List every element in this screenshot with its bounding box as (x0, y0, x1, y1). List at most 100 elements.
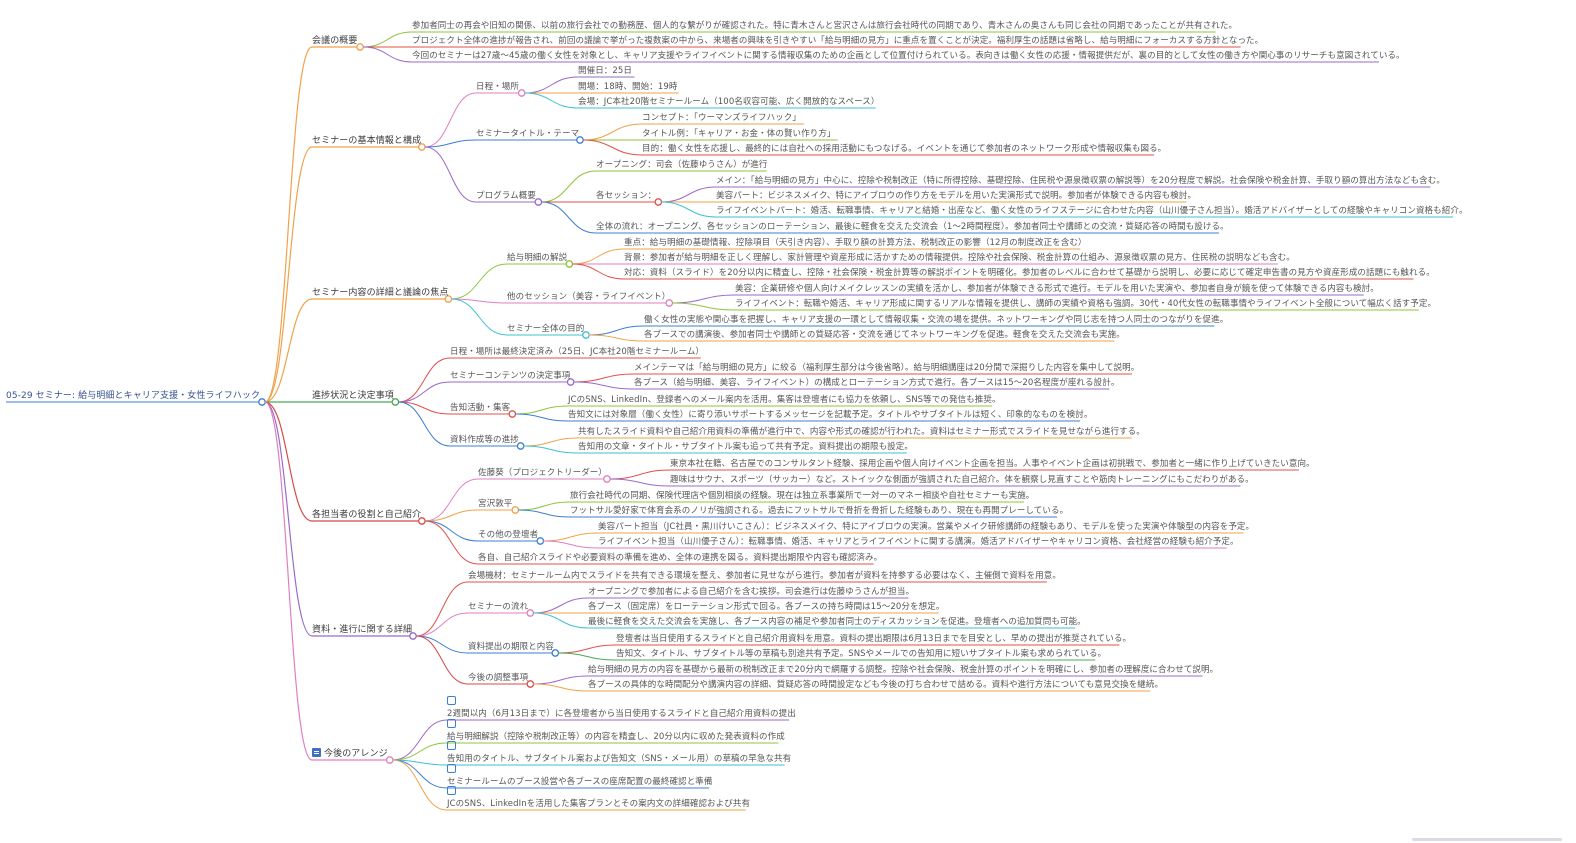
mindmap-node-d1[interactable]: 各担当者の役割と自己紹介 (312, 510, 422, 520)
branch-connector (264, 146, 313, 403)
mindmap-node-d3[interactable]: 開場：18時、開始：19時 (578, 82, 678, 92)
todo-checkbox[interactable] (447, 713, 458, 732)
checkbox-icon[interactable] (447, 764, 456, 773)
mindmap-node-d2[interactable]: セミナーコンテンツの決定事項 (450, 371, 571, 381)
mindmap-node-d3[interactable]: 東京本社在籍、名古屋でのコンサルタント経験、採用企画や個人向けイベント企画を担当… (670, 459, 1315, 469)
mindmap-node-d3[interactable]: 各ブース（固定席）をローテーション形式で回る。各ブースの持ち時間は15〜20分を… (588, 602, 945, 612)
mindmap-node-d2[interactable]: プロジェクト全体の進捗が報告され、前回の議論で挙がった複数案の中から、来場者の興… (412, 36, 1264, 46)
mindmap-node-d2[interactable]: 告知用のタイトル、サブタイトル案および告知文（SNS・メール用）の草稿の早急な共… (447, 754, 792, 764)
mindmap-node-d2[interactable]: セミナールームのブース設営や各ブースの座席配置の最終確認と準備 (447, 777, 713, 787)
branch-connector (392, 759, 448, 811)
todo-checkbox[interactable] (447, 758, 458, 777)
mindmap-node-d2[interactable]: セミナー全体の目的 (507, 324, 585, 334)
mindmap-node-d3[interactable]: 対応：資料（スライド）を20分以内に精査し、控除・社会保険・税金計算等の解説ポイ… (624, 268, 1435, 278)
mindmap-node-d3[interactable]: 各ブースでの講演後、参加者同士や講師との質疑応答・交流を通じてネットワーキングを… (644, 330, 1125, 340)
checkbox-icon[interactable] (447, 786, 456, 795)
mindmap-node-d3[interactable]: 旅行会社時代の同期、保険代理店や個別相談の経験。現在は独立系事業所で一対一のマネ… (570, 491, 1035, 501)
branch-connector (609, 478, 671, 487)
branch-connector (558, 644, 617, 654)
mindmap-node-d3[interactable]: 働く女性の実態や関心事を把握し、キャリア支援の一環として情報収集・交流の場を提供… (644, 315, 1229, 325)
mindmap-node-d3[interactable]: オープニングで参加者による自己紹介を含む挨拶。司会進行は佐藤ゆうさんが担当。 (588, 587, 915, 597)
branch-connector (363, 46, 413, 63)
mindmap-node-d3[interactable]: 開催日：25日 (578, 66, 633, 76)
checkbox-icon[interactable] (447, 741, 456, 750)
mindmap-node-d1[interactable]: 進捗状況と決定事項 (312, 391, 394, 401)
mindmap-node-d3[interactable]: 美容：企業研修や個人向けメイクレッスンの実績を活かし、参加者が体験できる形式で進… (735, 284, 1379, 294)
mindmap-node-d2[interactable]: 給与明細の解説 (507, 253, 568, 263)
mindmap-node-d3[interactable]: タイトル例：「キャリア・お金・体の賢い作り方」 (642, 129, 836, 139)
mindmap-node-d2[interactable]: 宮沢敦平 (478, 499, 513, 509)
mindmap-node-d2[interactable]: JCのSNS、LinkedInを活用した集客プランとその案内文の詳細確認および共… (447, 799, 751, 809)
mindmap-node-d3[interactable]: 各ブース（給与明細、美容、ライフイベント）の構成とローテーション方式で進行。各ブ… (634, 378, 1120, 388)
mindmap-node-d2[interactable]: 各自、自己紹介スライドや必要資料の準備を進め、全体の連携を図る。資料提出期限や内… (478, 553, 883, 563)
mindmap-node-d2[interactable]: 今後の調整事項 (468, 673, 529, 683)
mindmap-node-d1[interactable]: 今後のアレンジ (312, 748, 388, 760)
node-collapse-toggle[interactable] (517, 89, 526, 97)
mindmap-node-d3[interactable]: 会場：JC本社20階セミナールーム（100名収容可能、広く開放的なスペース） (578, 97, 880, 107)
mindmap-node-d4[interactable]: ライフイベントパート：婚活、転職事情、キャリアと結婚・出産など、働く女性のライフ… (716, 206, 1468, 216)
branch-connector (392, 719, 448, 761)
mindmap-node-d2[interactable]: その他の登壇者 (478, 530, 539, 540)
node-collapse-toggle[interactable] (511, 506, 520, 514)
branch-connector (572, 263, 625, 280)
mindmap-node-d3[interactable]: 告知文には対象層（働く女性）に寄り添いサポートするメッセージを記載予定。タイトル… (568, 410, 1093, 420)
mindmap-node-d3[interactable]: 告知用の文章・タイトル・サブタイトル案も追って共有予定。資料提出の期限も設定。 (578, 442, 913, 452)
mindmap-node-d3[interactable]: 全体の流れ：オープニング、各セッションのローテーション、最後に軽食を交えた交流会… (596, 222, 1229, 232)
mindmap-node-d2[interactable]: プログラム概要 (476, 191, 536, 201)
mindmap-node-d3[interactable]: 告知文、タイトル、サブタイトル等の草稿も別途共有予定。SNSやメールでの告知用に… (616, 649, 1107, 659)
branch-connector (588, 334, 645, 342)
todo-checkbox[interactable] (447, 735, 458, 754)
mindmap-node-d3[interactable]: 各ブースの具体的な時間配分や講演内容の詳細、質疑応答の時間設定なども今後の打ち合… (588, 680, 1164, 690)
mindmap-node-d4[interactable]: 美容パート：ビジネスメイク、特にアイブロウの作り方をモデルを用いた実演形式で説明… (716, 191, 1197, 201)
mindmap-node-d3[interactable]: 目的：働く女性を応援し、最終的には自社への採用活動にもつなげる。イベントを通じて… (642, 144, 1167, 154)
mindmap-node-d3[interactable]: 登壇者は当日使用するスライドと自己紹介用資料を用意。資料の提出期限は6月13日ま… (616, 634, 1132, 644)
checkbox-icon[interactable] (447, 719, 456, 728)
mindmap-node-d1[interactable]: セミナーの基本情報と構成 (312, 136, 422, 146)
branch-connector (573, 373, 635, 383)
mindmap-root-node[interactable]: 05-29 セミナー: 給与明細とキャリア支援・女性ライフハック (6, 391, 261, 401)
mindmap-node-d3[interactable]: 重点：給与明細の基礎情報、控除項目（天引き内容）、手取り額の計算方法、税制改正の… (624, 238, 1087, 248)
mindmap-node-d2[interactable]: 2週間以内（6月13日まで）に各登壇者から当日使用するスライドと自己紹介用資料の… (447, 709, 796, 719)
mindmap-node-d3[interactable]: 共有したスライド資料や自己紹介用資料の準備が進行中で、内容や形式の確認が行われた… (578, 427, 1145, 437)
mindmap-node-d1[interactable]: 会議の概要 (312, 36, 358, 46)
mindmap-node-d2[interactable]: 日程・場所 (476, 82, 520, 92)
mindmap-node-d3[interactable]: ライフイベント：転職や婚活、キャリア形成に関するリアルな情報を提供し、講師の実績… (735, 299, 1437, 309)
mindmap-node-d2[interactable]: セミナーの流れ (468, 602, 529, 612)
mindmap-node-d2[interactable]: 資料提出の期限と内容 (468, 642, 555, 652)
mindmap-node-d3[interactable]: 背景：参加者が給与明細を正しく理解し、家計管理や資産形成に活かすための情報提供。… (624, 253, 1295, 263)
mindmap-node-d3[interactable]: コンセプト：「ウーマンズライフハック」 (642, 113, 801, 123)
mindmap-node-d2[interactable]: 参加者同士の再会や旧知の関係、以前の旅行会社での勤務歴、個人的な繋がりが確認され… (412, 21, 1238, 31)
mindmap-node-d3[interactable]: 美容パート担当（JC社員・黒川けいこさん）：ビジネスメイク、特にアイブロウの実演… (598, 522, 1255, 532)
branch-connector (451, 263, 508, 300)
mindmap-node-d3[interactable]: メインテーマは「給与明細の見方」に絞る（福利厚生部分は今後省略）。給与明細講座は… (634, 363, 1140, 373)
mindmap-node-d3[interactable]: 給与明細の見方の内容を基礎から最新の税制改正まで20分内で網羅する調整。控除や社… (588, 665, 1219, 675)
node-collapse-toggle[interactable] (534, 198, 543, 206)
mindmap-node-d1[interactable]: 資料・進行に関する詳細 (312, 625, 413, 635)
branch-connector (558, 652, 617, 661)
todo-checkbox[interactable] (447, 780, 458, 799)
todo-checkbox[interactable] (447, 690, 458, 709)
mindmap-node-d2[interactable]: 他のセッション（美容・ライフイベント） (507, 292, 671, 302)
mindmap-node-d3[interactable]: 各セッション： (596, 191, 657, 201)
branch-connector (533, 683, 589, 692)
mindmap-node-d2[interactable]: 日程・場所は最終決定済み（25日、JC本社20階セミナールーム） (450, 347, 705, 357)
mindmap-node-d3[interactable]: 最後に軽食を交えた交流会を実施し、各ブース内容の補足や参加者同士のディスカッショ… (588, 617, 1086, 627)
mindmap-node-d2[interactable]: 告知活動・集客 (450, 403, 511, 413)
mindmap-node-d2[interactable]: 佐藤葵（プロジェクトリーダー） (478, 468, 608, 478)
mindmap-node-d4[interactable]: メイン：「給与明細の見方」中心に、控除や税制改正（特に所得控除、基礎控除、住民税… (716, 176, 1445, 186)
mindmap-node-d2[interactable]: セミナータイトル・テーマ (476, 129, 580, 139)
mindmap-node-d2[interactable]: 今回のセミナーは27歳〜45歳の働く女性を対象とし、キャリア支援やライフイベント… (412, 51, 1405, 61)
mindmap-node-d2[interactable]: 会場機材：セミナールーム内でスライドを共有できる環境を整え、参加者に見せながら進… (468, 571, 1061, 581)
mindmap-node-d2[interactable]: 給与明細解説（控除や税制改正等）の内容を精査し、20分以内に収めた発表資料の作成 (447, 732, 785, 742)
mindmap-node-d3[interactable]: フットサル愛好家で体育会系のノリが強調される。過去にフットサルで骨折を骨折した経… (570, 506, 1069, 516)
mindmap-node-d1[interactable]: セミナー内容の詳細と議論の焦点 (312, 288, 449, 298)
mindmap-node-d3[interactable]: ライフイベント担当（山川優子さん）：転職事情、婚活、キャリアとライフイベントに関… (598, 537, 1239, 547)
mindmap-node-d3[interactable]: JCのSNS、LinkedIn、登録者へのメール案内を活用。集客は登壇者にも協力… (568, 395, 1001, 405)
horizontal-scrollbar[interactable] (1412, 838, 1562, 841)
mindmap-node-d2[interactable]: 資料作成等の進捗 (450, 435, 519, 445)
branch-connector (543, 540, 599, 549)
mindmap-node-d3[interactable]: オープニング：司会（佐藤ゆうさん）が進行 (596, 160, 768, 170)
mindmap-node-d3[interactable]: 趣味はサウナ、スポーツ（サッカー）など。ストイックな側面が強調された自己紹介。体… (670, 475, 1254, 485)
checkbox-icon[interactable] (447, 696, 456, 705)
